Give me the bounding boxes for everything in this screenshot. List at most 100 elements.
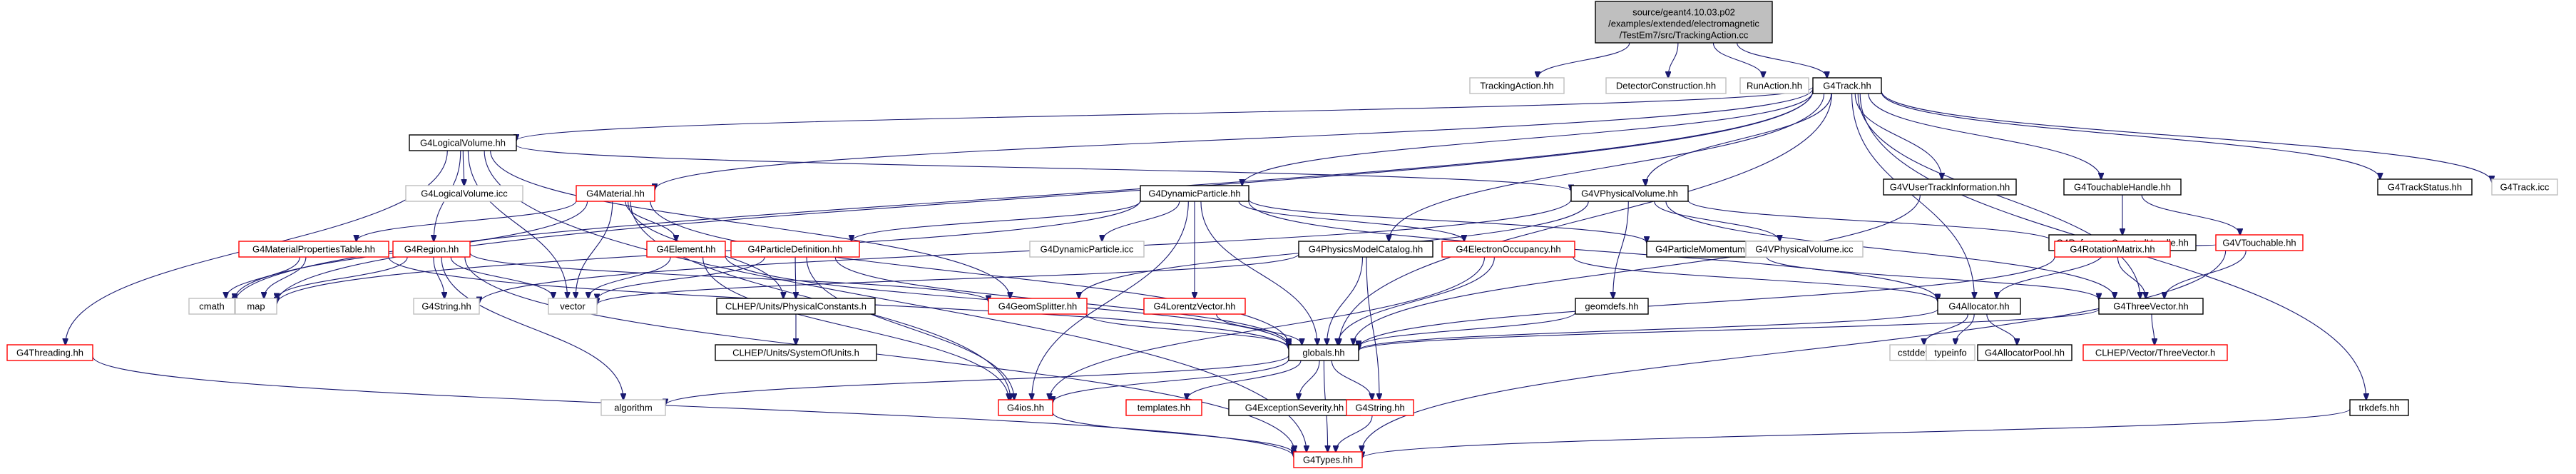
node-vector[interactable]: vector (548, 298, 598, 315)
node-g4vphysical-volume-icc[interactable]: G4VPhysicalVolume.icc (1745, 241, 1864, 258)
node-g4exception-severity[interactable]: G4ExceptionSeverity.hh (1228, 399, 1361, 416)
edge-g4region-to-map (277, 256, 408, 300)
node-g4threading[interactable]: G4Threading.hh (6, 344, 93, 361)
node-box (2098, 298, 2204, 315)
edge-g4vtouchable-to-g4types (1361, 250, 2227, 452)
node-g4string-plain[interactable]: G4String.hh (413, 298, 480, 315)
node-tracking-action[interactable]: TrackingAction.hh (1469, 77, 1565, 94)
node-g4logical-volume[interactable]: G4LogicalVolume.hh (409, 134, 517, 151)
node-g4lorentz-vector[interactable]: G4LorentzVector.hh (1143, 298, 1246, 315)
node-box (715, 344, 877, 361)
node-g4touchable-handle[interactable]: G4TouchableHandle.hh (2063, 178, 2182, 196)
node-g4vuser-track-info[interactable]: G4VUserTrackInformation.hh (1883, 178, 2017, 196)
node-label: G4String.hh (1355, 402, 1404, 413)
node-clhep-vector-three-vector[interactable]: CLHEP/Vector/ThreeVector.h (2082, 344, 2228, 361)
node-box (1288, 344, 1359, 361)
node-g4region[interactable]: G4Region.hh (392, 241, 471, 258)
node-g4vphysical-volume[interactable]: G4VPhysicalVolume.hh (1570, 185, 1689, 202)
node-g4geom-splitter[interactable]: G4GeomSplitter.hh (988, 298, 1088, 315)
node-box (188, 298, 235, 315)
node-g4vtouchable[interactable]: G4VTouchable.hh (2215, 234, 2304, 251)
node-g4string[interactable]: G4String.hh (1346, 399, 1414, 416)
edge-g4threading-to-g4types (92, 356, 1294, 457)
edge-globals-to-templates (1187, 360, 1302, 400)
node-label: G4DynamicParticle.icc (1041, 243, 1134, 254)
node-label: G4Allocator.hh (1948, 301, 2009, 311)
node-cstddef[interactable]: cstddef (1889, 344, 1936, 361)
node-label: G4LogicalVolume.icc (421, 188, 508, 198)
edge-g4allocator-to-g4allocator-pool (1986, 313, 2017, 345)
edge-globals-to-g4ios (1053, 358, 1289, 403)
edge-g4material-to-globals (650, 201, 1289, 345)
node-g4rotation-matrix[interactable]: G4RotationMatrix.hh (2054, 241, 2171, 258)
edge-g4material-props-table-to-map (264, 256, 307, 298)
node-box (1812, 77, 1882, 94)
node-g4dynamic-particle-icc[interactable]: G4DynamicParticle.icc (1029, 241, 1145, 258)
edge-g4track-to-g4allocator (1851, 93, 1975, 298)
node-label: G4Element.hh (656, 243, 715, 254)
node-box (1469, 77, 1565, 94)
edge-g4vphysical-volume-to-g4string-plain (479, 198, 1572, 303)
node-box (1346, 399, 1414, 416)
edge-g4track-to-g4physics-model-catalog (1389, 93, 1825, 241)
node-label: G4DynamicParticle.hh (1148, 188, 1240, 198)
node-g4ios[interactable]: G4ios.hh (998, 399, 1053, 416)
node-clhep-physical-constants[interactable]: CLHEP/Units/PhysicalConstants.h (716, 298, 876, 315)
edge-g4material-to-g4material-props-table (357, 200, 577, 241)
node-label: G4LogicalVolume.hh (420, 137, 506, 148)
node-g4allocator[interactable]: G4Allocator.hh (1937, 298, 2021, 315)
edge-g4geom-splitter-to-globals (1085, 313, 1289, 347)
node-g4particle-definition[interactable]: G4ParticleDefinition.hh (730, 241, 860, 258)
node-g4element[interactable]: G4Element.hh (646, 241, 726, 258)
node-g4material-props-table[interactable]: G4MaterialPropertiesTable.hh (238, 241, 389, 258)
node-box (600, 399, 666, 416)
node-detector-construction[interactable]: DetectorConstruction.hh (1605, 77, 1727, 94)
node-g4material[interactable]: G4Material.hh (576, 185, 655, 202)
node-g4allocator-pool[interactable]: G4AllocatorPool.hh (1977, 344, 2072, 361)
node-trkdefs[interactable]: trkdefs.hh (2349, 399, 2409, 416)
node-g4track-icc[interactable]: G4Track.icc (2491, 178, 2558, 196)
node-templates[interactable]: templates.hh (1125, 399, 1202, 416)
file-nodes: source/geant4.10.03.p02/examples/extende… (6, 1, 2558, 468)
node-run-action[interactable]: RunAction.hh (1739, 77, 1809, 94)
node-label: CLHEP/Vector/ThreeVector.h (2095, 347, 2215, 358)
node-label: G4PhysicsModelCatalog.hh (1309, 243, 1423, 254)
node-label: G4ThreeVector.hh (2113, 301, 2189, 311)
edge-g4track-to-map (277, 90, 1814, 303)
node-globals[interactable]: globals.hh (1288, 344, 1359, 361)
edge-g4particle-definition-to-clhep-physical-constants (795, 256, 796, 298)
node-box (409, 134, 517, 151)
edge-g4vphysical-volume-to-geomdefs (1613, 201, 1629, 298)
node-g4track[interactable]: G4Track.hh (1812, 77, 1882, 94)
node-typeinfo[interactable]: typeinfo (1926, 344, 1976, 361)
node-label: CLHEP/Units/SystemOfUnits.h (732, 347, 859, 358)
node-label: G4TouchableHandle.hh (2074, 181, 2171, 192)
node-cmath[interactable]: cmath (188, 298, 235, 315)
edge-globals-to-g4exception-severity (1299, 360, 1320, 400)
edge-g4particle-definition-to-vector (597, 256, 765, 300)
edge-g4allocator-to-typeinfo (1956, 313, 1975, 345)
node-box (730, 241, 860, 258)
edge-g4particle-definition-to-g4ios (806, 256, 1014, 400)
node-label: G4ParticleDefinition.hh (748, 243, 843, 254)
node-geomdefs[interactable]: geomdefs.hh (1575, 298, 1649, 315)
node-g4electron-occupancy[interactable]: G4ElectronOccupancy.hh (1441, 241, 1575, 258)
node-label: globals.hh (1302, 347, 1344, 358)
node-g4three-vector[interactable]: G4ThreeVector.hh (2098, 298, 2204, 315)
node-label: cstddef (1898, 347, 1928, 358)
node-g4dynamic-particle[interactable]: G4DynamicParticle.hh (1140, 185, 1249, 202)
node-box (1595, 1, 1773, 44)
node-label: G4VTouchable.hh (2222, 237, 2296, 248)
node-label: templates.hh (1138, 402, 1190, 413)
node-g4physics-model-catalog[interactable]: G4PhysicsModelCatalog.hh (1298, 241, 1433, 258)
node-box (238, 241, 389, 258)
node-g4types[interactable]: G4Types.hh (1293, 451, 1363, 468)
node-root[interactable]: source/geant4.10.03.p02/examples/extende… (1595, 1, 1773, 44)
node-algorithm[interactable]: algorithm (600, 399, 666, 416)
node-g4track-status[interactable]: G4TrackStatus.hh (2377, 178, 2473, 196)
node-clhep-system-of-units[interactable]: CLHEP/Units/SystemOfUnits.h (715, 344, 877, 361)
node-g4logical-volume-icc[interactable]: G4LogicalVolume.icc (405, 185, 523, 202)
node-box (548, 298, 598, 315)
node-box (2215, 234, 2304, 251)
node-map[interactable]: map (235, 298, 277, 315)
